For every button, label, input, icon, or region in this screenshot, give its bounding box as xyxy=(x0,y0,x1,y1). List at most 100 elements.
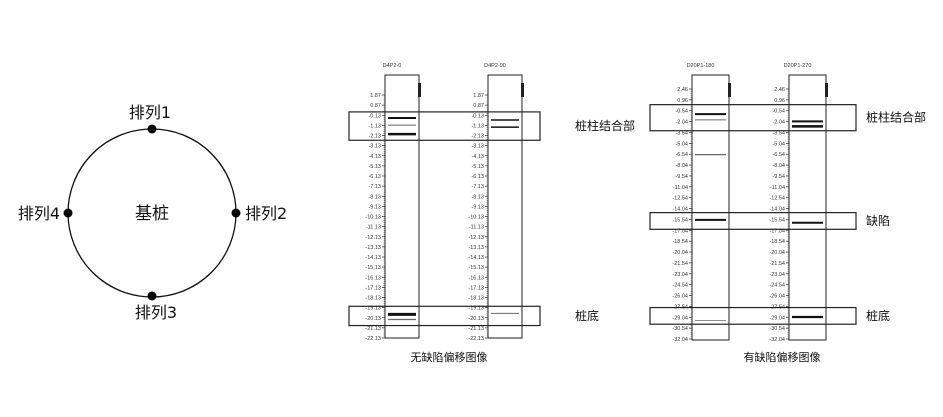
tick-label: -23.04 xyxy=(769,272,785,278)
scale-bar xyxy=(418,83,421,97)
tick-label: -1.13 xyxy=(368,123,381,129)
tick-label: -3.54 xyxy=(675,130,688,136)
tick-label: -24.54 xyxy=(769,283,785,289)
scale-bar xyxy=(728,83,731,97)
tick-label: -26.04 xyxy=(769,294,785,300)
tick-label: 0.87 xyxy=(370,103,381,109)
tick-label: -9.54 xyxy=(772,174,785,180)
tick-label: -2.13 xyxy=(368,134,381,140)
tick-label: -29.04 xyxy=(672,315,688,321)
circle-diagram: 基桩 排列1 排列2 排列3 排列4 xyxy=(18,103,287,322)
tick-label: -9.13 xyxy=(368,204,381,210)
tick-label: -18.13 xyxy=(468,296,484,302)
panel-1: D4P2-0 1.87 0.87 -0.13 -1.13 -2.13 -3.13 -4.13 -… xyxy=(348,63,635,364)
tick-label: -17.04 xyxy=(769,228,785,234)
tick-label: -14.04 xyxy=(769,207,785,213)
array-4-dot xyxy=(63,208,73,218)
zone-label: 桩底 xyxy=(866,308,890,323)
panel-caption: 无缺陷偏移图像 xyxy=(411,350,488,364)
tick-label: -18.54 xyxy=(672,239,688,245)
tick-label: -30.54 xyxy=(769,326,785,332)
tick-label: -20.04 xyxy=(769,250,785,256)
pile-label: 基桩 xyxy=(135,204,169,224)
strip-title: D4P2-0 xyxy=(383,63,402,69)
tick-label: -11.13 xyxy=(366,225,381,231)
tick-label: -13.13 xyxy=(365,245,381,251)
tick-label: -22.13 xyxy=(365,336,381,342)
tick-label: -3.13 xyxy=(368,144,381,150)
tick-label: -0.13 xyxy=(368,113,381,119)
tick-label: -19.13 xyxy=(468,306,484,312)
tick-label: -6.54 xyxy=(772,152,785,158)
tick-label: -16.13 xyxy=(365,275,381,281)
strip-title: D20P1-180 xyxy=(687,63,715,69)
tick-label: -2.04 xyxy=(772,120,785,126)
tick-label: -21.13 xyxy=(468,326,484,332)
tick-label: -8.13 xyxy=(471,194,484,200)
tick-label: -13.13 xyxy=(468,245,484,251)
tick-label: 2.46 xyxy=(677,87,688,93)
zone-label: 桩底 xyxy=(575,308,599,323)
strip-frame xyxy=(788,74,827,341)
strip-frame xyxy=(691,74,730,341)
tick-label: -21.54 xyxy=(769,261,785,267)
strip-frame xyxy=(487,74,523,339)
zone-box xyxy=(649,306,857,325)
tick-label: -17.04 xyxy=(672,228,688,234)
tick-label: -8.04 xyxy=(675,163,688,169)
tick-label: -12.54 xyxy=(769,196,785,202)
tick-label: -12.13 xyxy=(365,235,381,241)
migration-panels: D4P2-0 1.87 0.87 -0.13 -1.13 -2.13 -3.13 -4.13 -… xyxy=(348,63,926,364)
array-3-label: 排列3 xyxy=(135,303,177,322)
array-3-dot xyxy=(147,291,157,301)
tick-label: -16.13 xyxy=(468,275,484,281)
tick-label: 2.46 xyxy=(774,87,785,93)
tick-label: -29.04 xyxy=(769,315,785,321)
tick-label: -18.13 xyxy=(365,296,381,302)
tick-label: -15.13 xyxy=(365,265,381,271)
tick-label: -12.13 xyxy=(468,235,484,241)
tick-label: -24.54 xyxy=(672,283,688,289)
scale-bar xyxy=(825,83,828,97)
tick-label: -26.04 xyxy=(672,294,688,300)
tick-label: 0.96 xyxy=(774,98,785,104)
tick-label: -0.54 xyxy=(772,109,785,115)
tick-label: -2.04 xyxy=(675,120,688,126)
tick-label: -8.13 xyxy=(368,194,381,200)
tick-label: 1.87 xyxy=(473,93,484,99)
scale-bar xyxy=(521,83,524,97)
array-1-dot xyxy=(147,124,157,134)
tick-label: -15.54 xyxy=(769,217,785,223)
zone-box xyxy=(649,212,857,230)
zone-box xyxy=(348,305,541,327)
array-2-dot xyxy=(231,208,241,218)
tick-label: -4.13 xyxy=(471,154,484,160)
zone-box xyxy=(348,111,541,141)
tick-label: -3.13 xyxy=(471,144,484,150)
tick-label: -2.13 xyxy=(471,134,484,140)
tick-label: -14.13 xyxy=(365,255,381,261)
tick-label: -5.04 xyxy=(675,141,688,147)
tick-label: -32.04 xyxy=(672,337,688,343)
panel-caption: 有缺陷偏移图像 xyxy=(744,350,821,364)
zone-label: 缺陷 xyxy=(866,213,890,228)
strip-title: D20P1-270 xyxy=(784,63,812,69)
tick-label: -20.04 xyxy=(672,250,688,256)
tick-label: -19.13 xyxy=(365,306,381,312)
tick-label: -6.13 xyxy=(368,174,381,180)
zone-label: 桩柱结合部 xyxy=(575,118,635,133)
tick-label: 0.87 xyxy=(473,103,484,109)
tick-label: -21.54 xyxy=(672,261,688,267)
tick-label: -0.13 xyxy=(471,113,484,119)
strip-title: D4P2-90 xyxy=(484,63,506,69)
tick-label: -5.04 xyxy=(772,141,785,147)
tick-label: -4.13 xyxy=(368,154,381,160)
tick-label: -15.13 xyxy=(468,265,484,271)
array-1-label: 排列1 xyxy=(129,103,171,122)
panel-2: D20P1-180 2.46 0.96 -0.54 -2.04 -3.54 -5.04 -6.… xyxy=(649,63,926,364)
tick-label: -30.54 xyxy=(672,326,688,332)
tick-label: -9.13 xyxy=(471,204,484,210)
tick-label: -32.04 xyxy=(769,337,785,343)
strip-D4P2-90: D4P2-901.870.87-0.13-1.13-2.13-3.13-4.13… xyxy=(468,63,524,342)
array-4-label: 排列4 xyxy=(18,204,60,223)
